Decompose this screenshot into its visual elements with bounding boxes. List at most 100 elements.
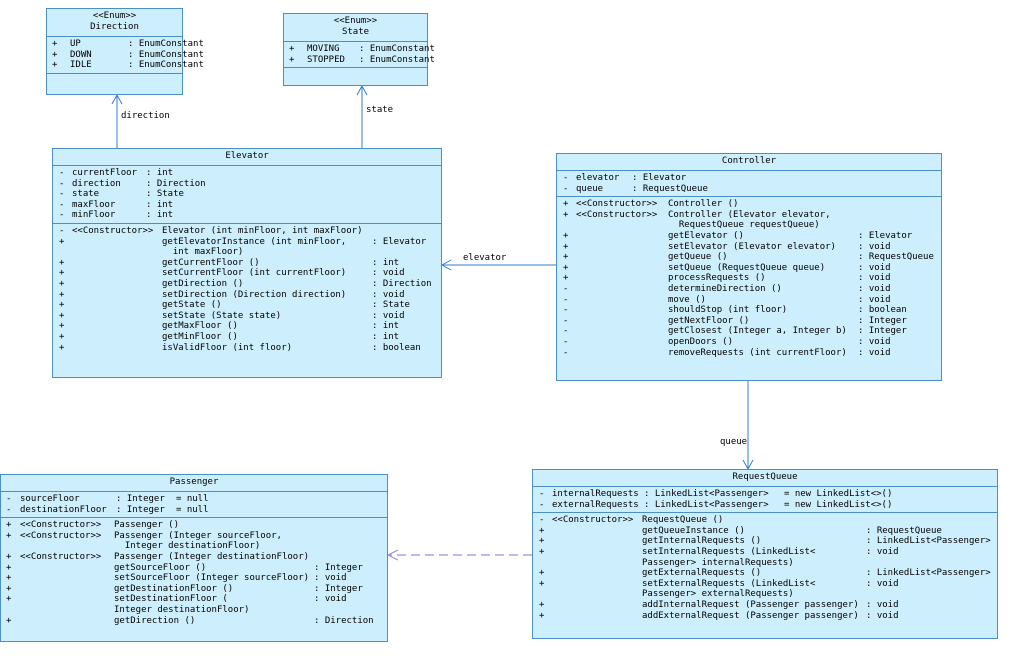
member-stereotype: <<Constructor>> [72, 225, 154, 236]
member-row: -maxFloor: int [56, 200, 438, 211]
member-visibility: + [539, 536, 545, 547]
member-return-type: : RequestQueue [866, 525, 942, 536]
member-signature: Integer destinationFloor) [114, 604, 250, 615]
member-visibility: + [59, 257, 65, 268]
member-return-type: : State [372, 300, 410, 311]
member-name: MOVING [307, 44, 340, 54]
member-row: Passenger> externalRequests) [536, 589, 994, 600]
member-type: : Integer [116, 504, 165, 515]
member-return-type: : int [372, 257, 400, 268]
member-return-type: : LinkedList<Passenger> [866, 568, 991, 579]
member-extra: = null [176, 504, 209, 515]
member-signature: Passenger (Integer sourceFloor, [114, 530, 282, 541]
member-extra: = null [176, 494, 209, 504]
operations-section: -<<Constructor>>Elevator (int minFloor, … [53, 224, 441, 355]
member-return-type: : void [858, 283, 891, 294]
member-visibility: + [6, 562, 12, 573]
member-return-type: : Integer [858, 326, 907, 337]
class-header: RequestQueue [533, 470, 997, 487]
member-visibility: - [59, 168, 65, 178]
member-signature: getElevatorInstance (int minFloor, [162, 236, 347, 247]
member-return-type: : Integer [314, 562, 363, 573]
class-header: <<Enum>> State [284, 14, 427, 42]
state-enum-class[interactable]: <<Enum>> State +MOVING: EnumConstant+STO… [283, 13, 435, 86]
member-type: : EnumConstant [359, 54, 435, 65]
member-return-type: : int [372, 321, 400, 332]
member-visibility: - [539, 489, 545, 499]
member-signature: openDoors () [668, 336, 734, 347]
member-row: -elevator: Elevator [560, 173, 938, 184]
member-stereotype: <<Constructor>> [576, 209, 658, 220]
attributes-section: -elevator: Elevator-queue: RequestQueue [557, 171, 941, 198]
member-signature: getMaxFloor () [162, 321, 238, 332]
member-visibility: - [539, 515, 545, 526]
member-row: -<<Constructor>>RequestQueue () [536, 515, 994, 526]
direction-enum-class[interactable]: <<Enum>> Direction +UP: EnumConstant+DOW… [46, 8, 204, 95]
member-row: +setDestinationFloor (: void [4, 594, 384, 605]
member-name: direction [72, 178, 121, 189]
member-type: : EnumConstant [359, 44, 435, 54]
member-signature: setState (State state) [162, 310, 282, 321]
member-return-type: : void [866, 578, 899, 589]
member-return-type: : void [866, 599, 899, 610]
member-visibility: + [59, 268, 65, 279]
member-return-type: : void [866, 610, 899, 621]
member-return-type: : void [858, 336, 891, 347]
member-signature: Passenger> externalRequests) [642, 589, 794, 600]
class-name: Direction [90, 22, 139, 32]
member-signature: getInternalRequests () [642, 536, 762, 547]
member-visibility: - [563, 315, 569, 326]
member-visibility: + [59, 300, 65, 311]
member-row: + getCurrentFloor () : int [56, 258, 438, 269]
member-row: -externalRequests: LinkedList<Passenger>… [536, 500, 994, 511]
class-header: Elevator [53, 149, 441, 166]
member-signature: getCurrentFloor () [162, 257, 260, 268]
member-signature: Passenger (Integer destinationFloor) [114, 551, 310, 562]
member-row: +setState (State state): void [56, 311, 438, 322]
member-visibility: - [563, 347, 569, 358]
member-return-type: : Direction [372, 278, 432, 289]
member-extra: = new LinkedList<>() [784, 499, 893, 510]
member-row: +MOVING: EnumConstant [287, 44, 435, 55]
member-visibility: + [563, 209, 569, 220]
member-name: destinationFloor [20, 504, 107, 515]
member-signature: isValidFloor (int floor) [162, 342, 293, 353]
member-type: : int [146, 210, 174, 221]
member-row: -removeRequests (int currentFloor): void [560, 348, 938, 359]
member-return-type: : Integer [314, 583, 363, 594]
member-row: +setCurrentFloor (int currentFloor): voi… [56, 268, 438, 279]
operations-section: +<<Constructor>>Passenger ()+<<Construct… [1, 518, 387, 628]
member-name: sourceFloor [20, 494, 80, 504]
member-return-type: : void [372, 289, 405, 300]
member-row: +setInternalRequests (LinkedList<: void [536, 547, 994, 558]
member-signature: RequestQueue requestQueue) [668, 220, 820, 231]
member-visibility: + [539, 610, 545, 621]
member-signature: getDestinationFloor () [114, 583, 234, 594]
member-row: +<<Constructor>>Controller (Elevator ele… [560, 210, 938, 221]
request-queue-class[interactable]: RequestQueue -internalRequests: LinkedLi… [532, 469, 998, 639]
member-signature: setSourceFloor (Integer sourceFloor) [114, 573, 310, 584]
attributes-section: +UP: EnumConstant+DOWN: EnumConstant+IDL… [47, 37, 204, 74]
member-visibility: + [539, 525, 545, 536]
elevator-class[interactable]: Elevator -currentFloor: int-direction: D… [52, 148, 442, 378]
member-visibility: + [6, 551, 12, 562]
member-return-type: : int [372, 331, 400, 342]
member-stereotype: <<Constructor>> [576, 199, 658, 210]
member-name: DOWN [70, 49, 92, 60]
member-row: -<<Constructor>>Elevator (int minFloor, … [56, 226, 438, 237]
member-row: +addExternalRequest (Passenger passenger… [536, 611, 994, 622]
passenger-class[interactable]: Passenger -sourceFloor: Integer= null-de… [0, 474, 388, 642]
member-return-type: : void [314, 594, 347, 605]
member-name: elevator [576, 173, 620, 183]
member-signature: getDirection () [114, 615, 196, 626]
queue-association-label: queue [720, 437, 748, 447]
member-signature: getElevator () [668, 230, 744, 241]
member-visibility: + [6, 615, 12, 626]
class-header: Passenger [1, 475, 387, 492]
member-return-type: : void [858, 347, 891, 358]
member-visibility: + [563, 273, 569, 284]
controller-class[interactable]: Controller -elevator: Elevator-queue: Re… [556, 153, 942, 381]
member-type: : EnumConstant [128, 60, 204, 71]
member-signature: getClosest (Integer a, Integer b) [668, 326, 847, 337]
member-visibility: - [563, 305, 569, 316]
